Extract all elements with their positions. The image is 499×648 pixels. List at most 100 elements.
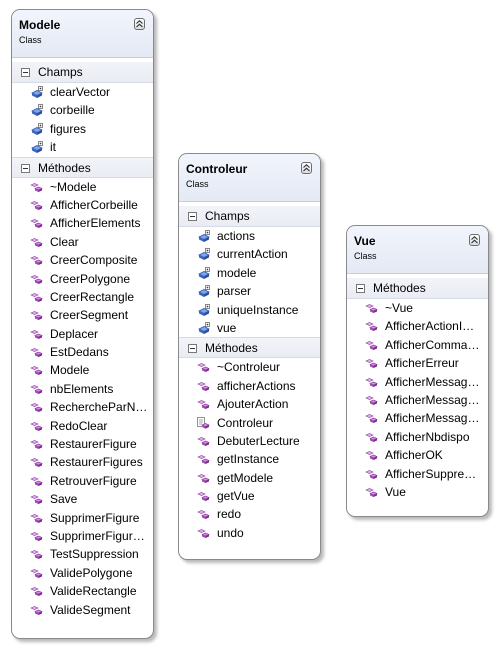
method-item[interactable]: SupprimerFigur… (12, 527, 153, 545)
section-label: Méthodes (38, 160, 91, 175)
field-label: parser (217, 284, 252, 299)
field-label: clearVector (50, 85, 111, 99)
method-item[interactable]: ValideRectangle (12, 582, 153, 600)
method-item[interactable]: CreerSegment (12, 306, 153, 324)
method-item[interactable]: RechercheParN… (12, 398, 153, 416)
method-item[interactable]: getModele (179, 469, 320, 487)
methods-section-header[interactable]: Méthodes (179, 337, 320, 359)
method-item[interactable]: AfficherMessag… (347, 391, 488, 409)
field-item[interactable]: uniqueInstance (179, 301, 320, 319)
field-item[interactable]: corbeille (12, 101, 153, 119)
method-item[interactable]: AfficherMessag… (347, 409, 488, 427)
class-header: Controleur Class (179, 154, 320, 202)
method-item[interactable]: TestSuppression (12, 545, 153, 563)
method-item[interactable]: undo (179, 524, 320, 542)
section-label: Méthodes (373, 281, 426, 295)
method-label: nbElements (50, 381, 114, 396)
method-item[interactable]: ValidePolygone (12, 564, 153, 582)
method-item[interactable]: redo (179, 505, 320, 523)
method-icon (30, 346, 44, 364)
field-icon (30, 104, 44, 122)
method-item[interactable]: SupprimerFigure (12, 509, 153, 527)
collapse-toggle-icon[interactable] (188, 344, 197, 354)
collapse-button[interactable] (301, 162, 312, 174)
method-item[interactable]: AfficherNbdispo (347, 428, 488, 446)
fields-section-header[interactable]: Champs (12, 62, 153, 83)
method-item[interactable]: AfficherElements (12, 214, 153, 232)
field-item[interactable]: clearVector (12, 83, 153, 101)
method-item[interactable]: CreerPolygone (12, 270, 153, 288)
chevron-up-icon (303, 164, 310, 172)
method-item[interactable]: Vue (347, 483, 488, 501)
method-item[interactable]: nbElements (12, 380, 153, 398)
method-item[interactable]: getInstance (179, 450, 320, 468)
field-item[interactable]: currentAction (179, 245, 320, 263)
method-item[interactable]: AfficherCorbeille (12, 196, 153, 214)
method-label: AfficherElements (50, 216, 141, 231)
field-item[interactable]: actions (179, 227, 320, 245)
collapse-toggle-icon[interactable] (188, 212, 197, 221)
method-item[interactable]: ~Controleur (179, 358, 320, 376)
method-label: getModele (217, 470, 274, 485)
method-icon (30, 475, 44, 493)
method-item[interactable]: Deplacer (12, 325, 153, 343)
method-label: Vue (385, 484, 406, 499)
method-icon (197, 361, 211, 379)
method-item[interactable]: RestaurerFigures (12, 453, 153, 471)
method-item[interactable]: afficherActions (179, 377, 320, 395)
method-item[interactable]: CreerComposite (12, 251, 153, 269)
method-item[interactable]: ~Vue (347, 299, 488, 317)
method-icon (197, 527, 211, 545)
method-label: ValideRectangle (50, 584, 137, 599)
method-item[interactable]: AfficherComma… (347, 336, 488, 354)
method-item[interactable]: RestaurerFigure (12, 435, 153, 453)
field-item[interactable]: figures (12, 120, 153, 138)
field-icon (30, 86, 44, 104)
method-item[interactable]: RetrouverFigure (12, 472, 153, 490)
method-item[interactable]: AfficherOK (347, 446, 488, 464)
method-item[interactable]: AfficherSuppre… (347, 465, 488, 483)
field-item[interactable]: modele (179, 264, 320, 282)
method-item[interactable]: DebuterLecture (179, 432, 320, 450)
method-label: undo (217, 525, 244, 540)
chevron-up-icon (136, 20, 143, 28)
method-item[interactable]: CreerRectangle (12, 288, 153, 306)
methods-section-header[interactable]: Méthodes (347, 278, 488, 299)
class-name: Vue (354, 234, 376, 248)
method-item[interactable]: ~Modele (12, 178, 153, 196)
method-label: ValideSegment (50, 602, 131, 617)
method-label: redo (217, 507, 242, 522)
collapse-toggle-icon[interactable] (356, 284, 365, 293)
method-item[interactable]: AfficherMessag… (347, 373, 488, 391)
field-item[interactable]: it (12, 138, 153, 156)
method-label: AfficherNbdispo (385, 429, 470, 444)
method-item[interactable]: AjouterAction (179, 395, 320, 413)
method-item[interactable]: Controleur (179, 414, 320, 432)
method-item[interactable]: getVue (179, 487, 320, 505)
method-item[interactable]: AfficherErreur (347, 354, 488, 372)
method-item[interactable]: RedoClear (12, 417, 153, 435)
collapse-toggle-icon[interactable] (21, 163, 30, 173)
field-item[interactable]: parser (179, 282, 320, 300)
collapse-button[interactable] (134, 18, 145, 30)
method-item[interactable]: EstDedans (12, 343, 153, 361)
method-item[interactable]: Save (12, 490, 153, 508)
collapse-toggle-icon[interactable] (21, 68, 30, 77)
method-item[interactable]: Modele (12, 361, 153, 379)
method-label: AfficherMessag… (385, 374, 480, 389)
method-item[interactable]: ValideSegment (12, 601, 153, 619)
method-label: Controleur (217, 415, 274, 430)
section-label: Champs (38, 65, 83, 79)
fields-section-header[interactable]: Champs (179, 206, 320, 227)
collapse-button[interactable] (469, 234, 480, 246)
methods-section-header[interactable]: Méthodes (12, 156, 153, 178)
method-item[interactable]: Clear (12, 233, 153, 251)
method-icon (30, 291, 44, 309)
field-item[interactable]: vue (179, 319, 320, 337)
method-label: TestSuppression (50, 547, 139, 562)
method-item[interactable]: AfficherActionI… (347, 317, 488, 335)
